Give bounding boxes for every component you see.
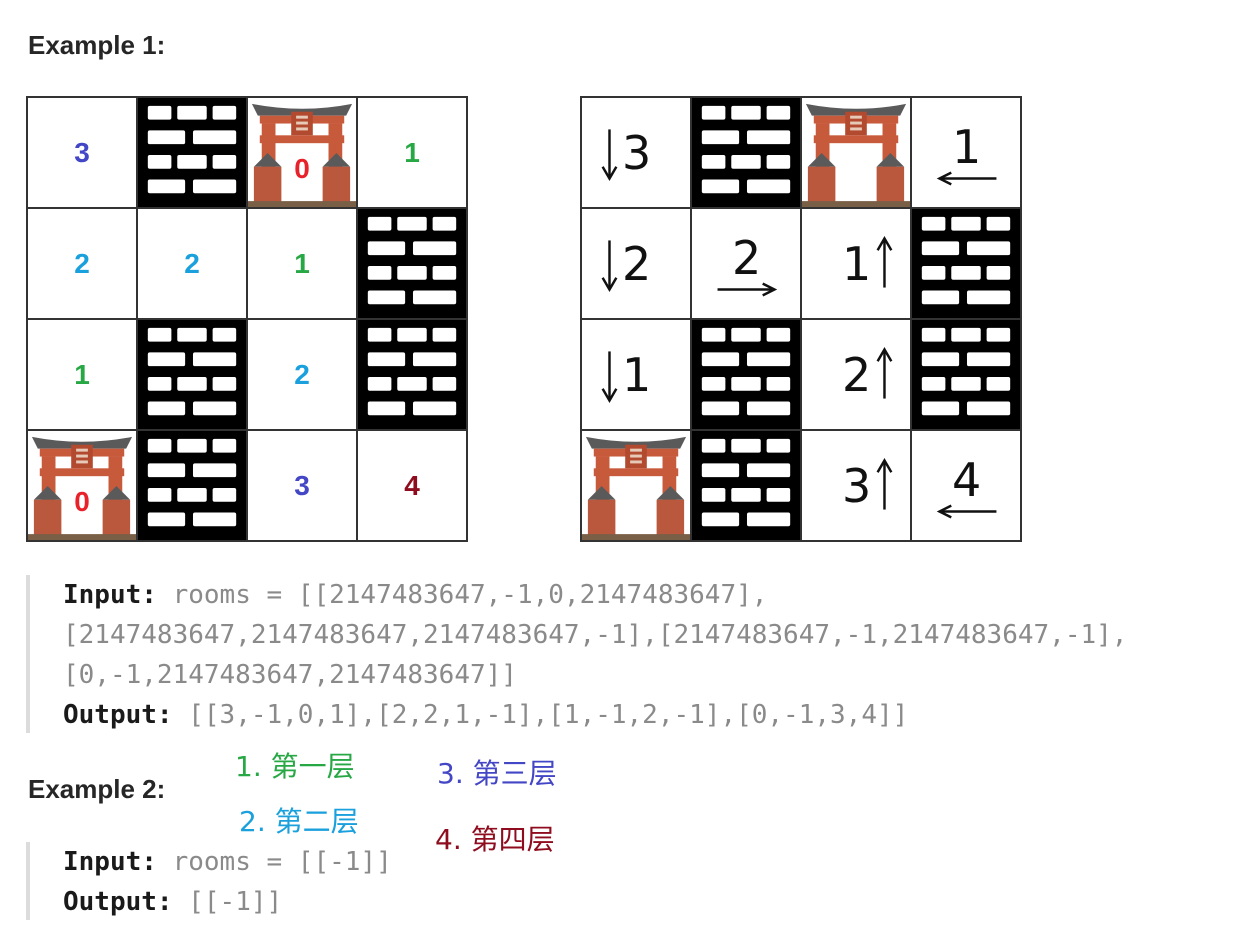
room-distance-label: 2	[842, 348, 872, 402]
room-distance-label: 1	[74, 358, 90, 390]
output-label: Output:	[63, 700, 173, 730]
room-distance-label: 4	[952, 453, 982, 507]
input-line-2: [2147483647,2147483647,2147483647,-1],[2…	[63, 620, 1128, 650]
room-distance-label: 4	[404, 469, 420, 501]
gate-icon	[582, 436, 690, 540]
room-distance-label: 1	[842, 237, 872, 291]
wall-cell	[138, 320, 248, 431]
arrow-down-icon	[601, 351, 618, 403]
arrow-left-icon	[936, 171, 997, 186]
example-2-heading: Example 2:	[28, 774, 166, 804]
legend-floor-4: 4. 第四层	[435, 823, 555, 856]
room-path-cell: 2	[582, 209, 692, 320]
right-rooms-grid: 3 1 2 2 1 1 2 3 4	[580, 96, 1022, 542]
room-path-cell: 1	[912, 98, 1022, 209]
brick-wall-icon	[138, 320, 246, 429]
gate-cell	[802, 98, 912, 209]
room-distance-label: 3	[622, 126, 652, 180]
brick-wall-icon	[138, 98, 246, 207]
input-line-3: [0,-1,2147483647,2147483647]]	[63, 660, 517, 690]
brick-wall-icon	[358, 320, 466, 429]
room-cell: 2	[28, 209, 138, 320]
room-distance-label: 1	[294, 247, 310, 279]
wall-cell	[692, 431, 802, 542]
room-distance-label: 2	[294, 358, 310, 390]
room-distance-label: 2	[74, 247, 90, 279]
left-rooms-grid: 3 0 1 2 2 1 1 2 0 3 4	[26, 96, 468, 542]
legend-floor-1: 1. 第一层	[235, 750, 355, 783]
legend-floor-3: 3. 第三层	[437, 757, 557, 790]
room-distance-label: 3	[74, 136, 90, 168]
output-value: [[3,-1,0,1],[2,2,1,-1],[1,-1,2,-1],[0,-1…	[188, 700, 909, 730]
room-cell: 4	[358, 431, 468, 542]
brick-wall-icon	[138, 431, 246, 540]
example-1-code: Input: rooms = [[2147483647,-1,0,2147483…	[26, 575, 1127, 733]
room-path-cell: 3	[802, 431, 912, 542]
brick-wall-icon	[692, 431, 800, 540]
example-2-code: Input: rooms = [[-1]] Output: [[-1]]	[26, 842, 392, 920]
room-distance-label: 1	[952, 120, 982, 174]
room-path-cell: 2	[692, 209, 802, 320]
room-cell: 3	[248, 431, 358, 542]
wall-cell	[358, 320, 468, 431]
room-cell: 1	[358, 98, 468, 209]
room-path-cell: 4	[912, 431, 1022, 542]
brick-wall-icon	[358, 209, 466, 318]
arrow-up-icon	[876, 236, 893, 288]
wall-cell	[692, 98, 802, 209]
room-cell: 1	[28, 320, 138, 431]
gate-cell	[582, 431, 692, 542]
room-distance-label: 3	[294, 469, 310, 501]
arrow-down-icon	[601, 129, 618, 181]
example-1-heading: Example 1:	[28, 30, 166, 60]
input-label-2: Input:	[63, 847, 157, 877]
room-distance-label: 3	[842, 459, 872, 513]
wall-cell	[692, 320, 802, 431]
input-line-1: rooms = [[2147483647,-1,0,2147483647],	[172, 580, 768, 610]
gate-distance-label: 0	[74, 486, 90, 517]
gate-cell: 0	[248, 98, 358, 209]
room-distance-label: 1	[404, 136, 420, 168]
wall-cell	[912, 320, 1022, 431]
room-distance-label: 2	[732, 231, 762, 285]
wall-cell	[912, 209, 1022, 320]
wall-cell	[358, 209, 468, 320]
output-value-2: [[-1]]	[188, 887, 283, 917]
arrow-up-icon	[876, 347, 893, 399]
room-distance-label: 1	[622, 348, 652, 402]
brick-wall-icon	[912, 320, 1020, 429]
room-cell: 3	[28, 98, 138, 209]
brick-wall-icon	[692, 98, 800, 207]
gate-distance-label: 0	[294, 153, 310, 184]
arrow-up-icon	[876, 458, 893, 510]
room-cell: 2	[248, 320, 358, 431]
room-path-cell: 1	[582, 320, 692, 431]
arrow-right-icon	[717, 282, 778, 297]
room-path-cell: 1	[802, 209, 912, 320]
arrow-left-icon	[936, 504, 997, 519]
room-distance-label: 2	[184, 247, 200, 279]
gate-icon	[28, 436, 136, 540]
gate-icon	[248, 103, 356, 207]
arrow-down-icon	[601, 240, 618, 292]
room-cell: 2	[138, 209, 248, 320]
wall-cell	[138, 98, 248, 209]
input-value-2: rooms = [[-1]]	[172, 847, 392, 877]
room-path-cell: 3	[582, 98, 692, 209]
brick-wall-icon	[692, 320, 800, 429]
room-path-cell: 2	[802, 320, 912, 431]
wall-cell	[138, 431, 248, 542]
legend-floor-2: 2. 第二层	[239, 805, 359, 838]
room-cell: 1	[248, 209, 358, 320]
input-label: Input:	[63, 580, 157, 610]
gate-icon	[802, 103, 910, 207]
brick-wall-icon	[912, 209, 1020, 318]
room-distance-label: 2	[622, 237, 652, 291]
gate-cell: 0	[28, 431, 138, 542]
output-label-2: Output:	[63, 887, 173, 917]
